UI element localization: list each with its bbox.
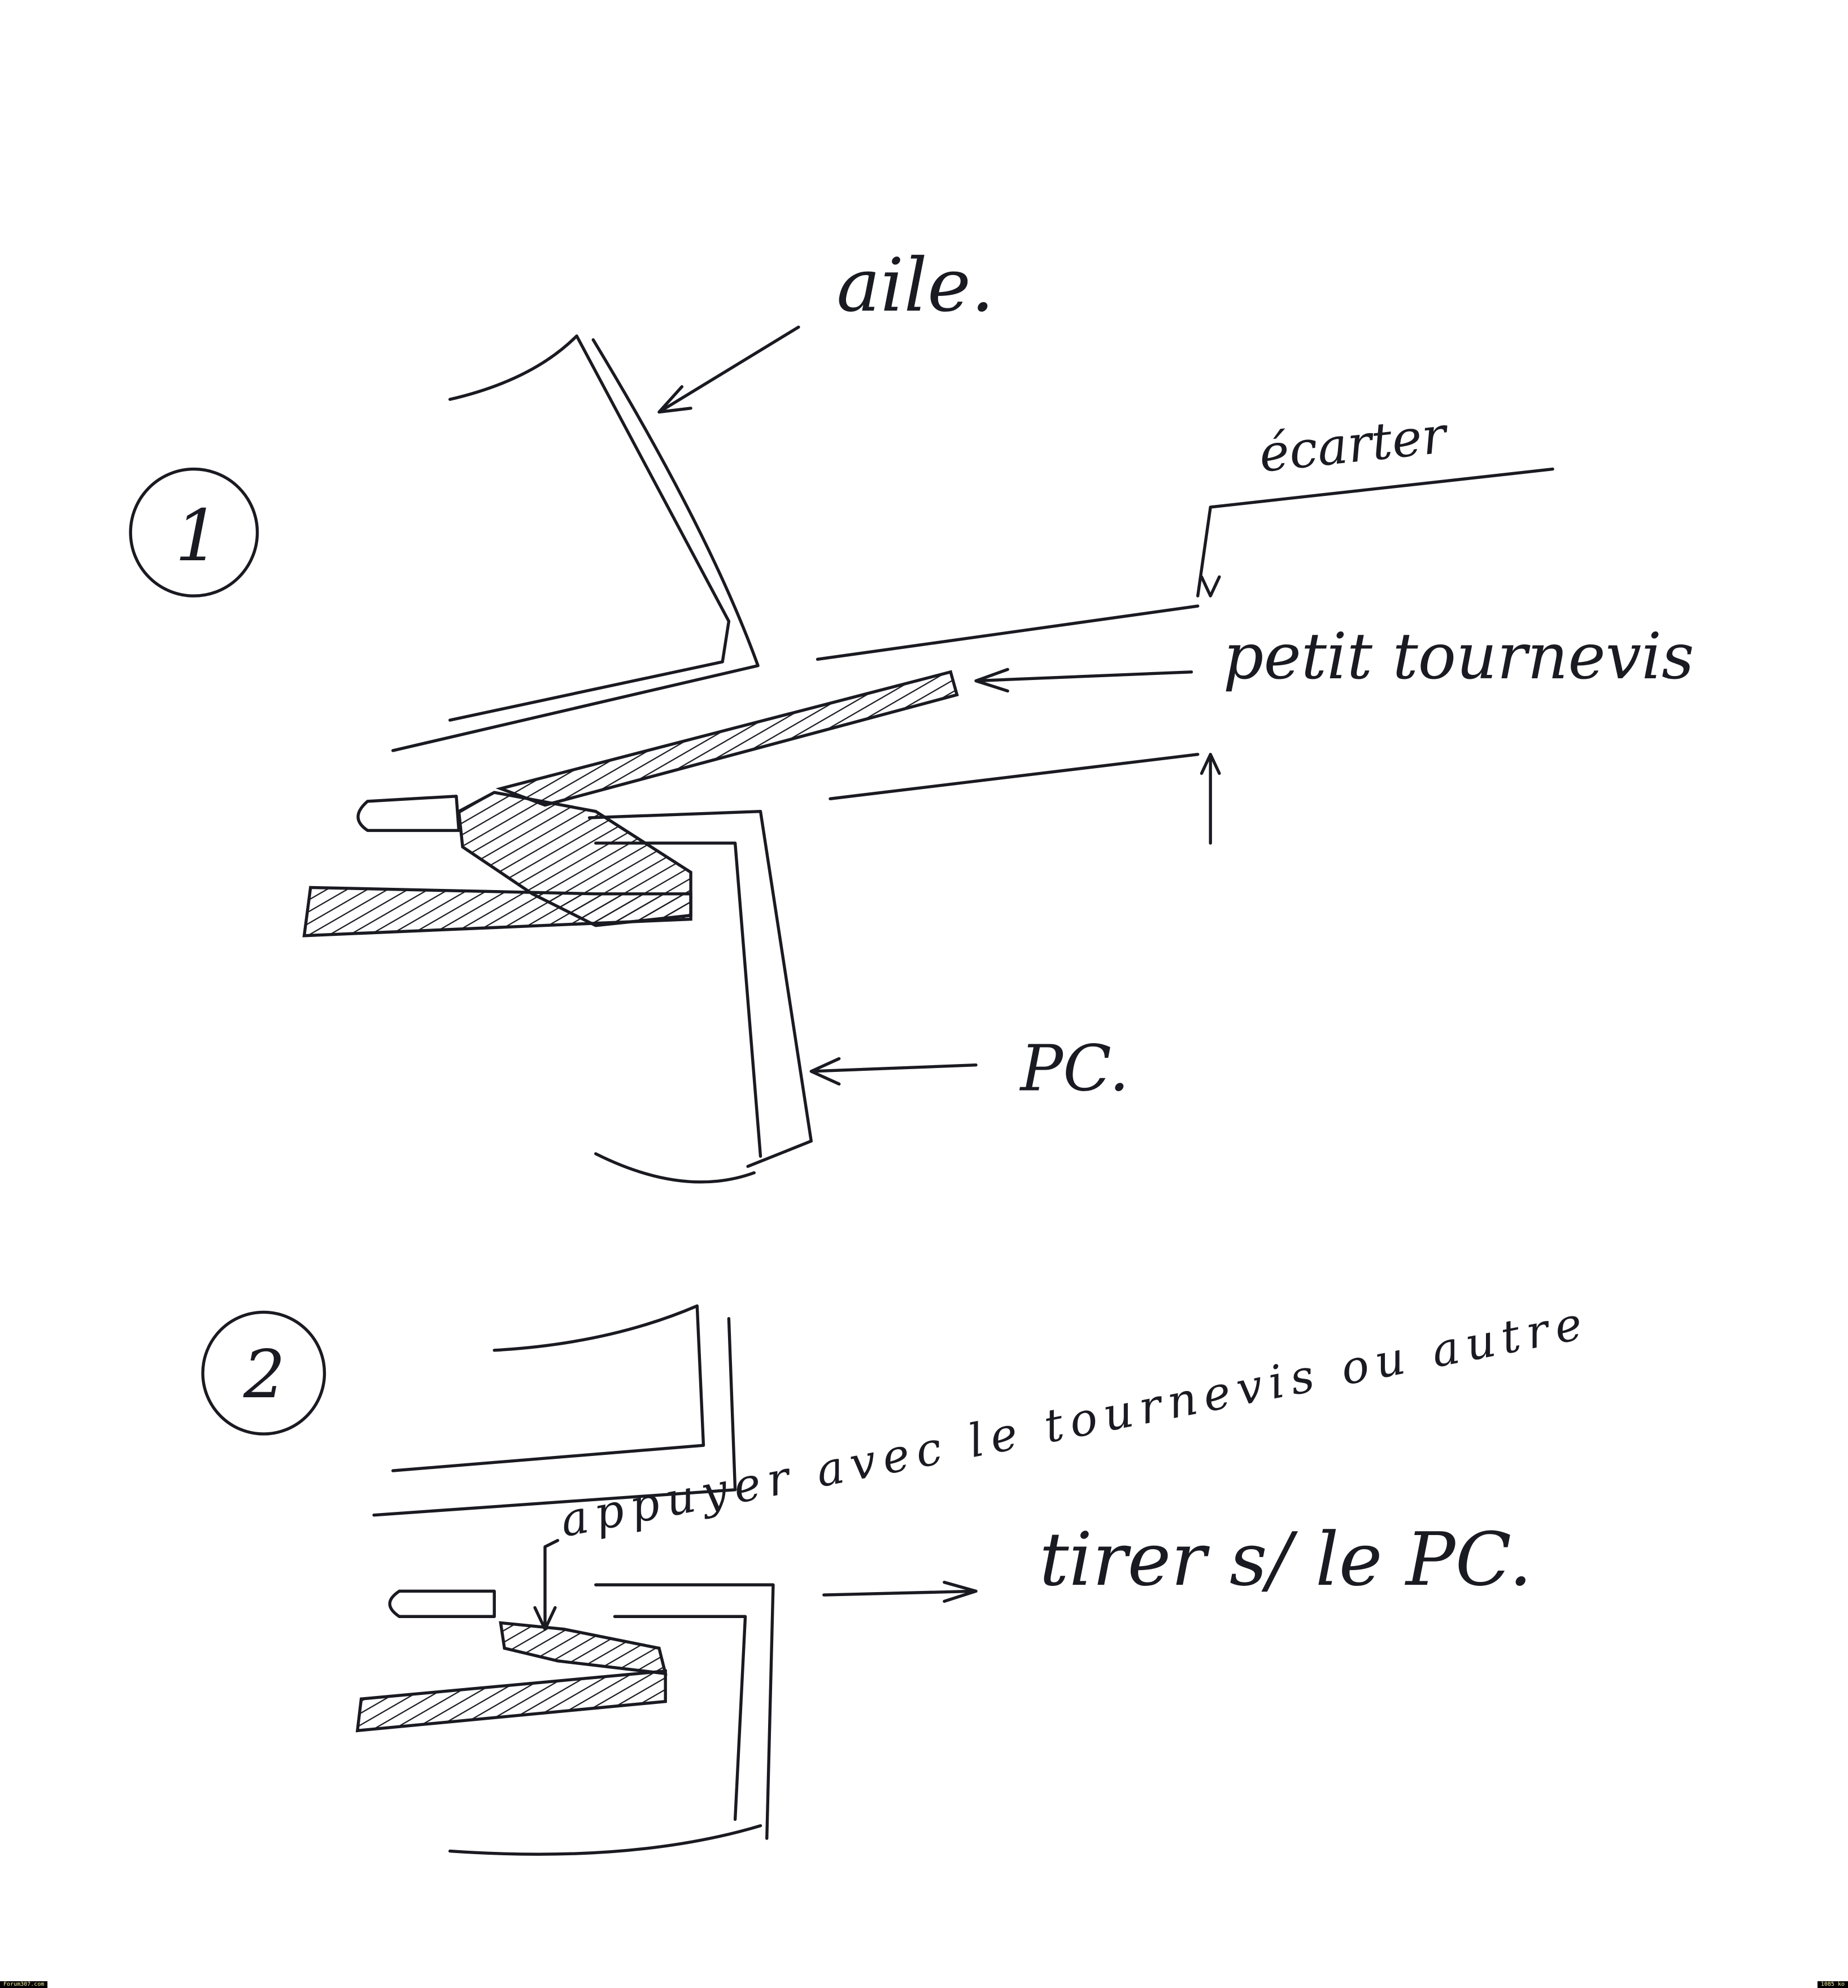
step-2-circle (201, 1310, 326, 1436)
annotation-arrows (657, 325, 1554, 1086)
wing-part (391, 334, 760, 752)
label-pc: PC. (1019, 1032, 1130, 1106)
label-pull: tirer s/ le PC. (1039, 1516, 1532, 1602)
step-1-circle (129, 467, 259, 598)
wing-arrow-icon (657, 325, 800, 414)
label-spread: écarter (1256, 406, 1452, 484)
site-watermark: Forum307.com (0, 1981, 48, 1988)
step-2-group: 2 appuyer avec le tournevis ou autre tir… (201, 1297, 1587, 1856)
step-1-group: 1 aile. écarter petit to (129, 242, 1694, 1184)
spread-arrow-up-icon (1200, 753, 1221, 845)
press-arrow-icon (533, 1538, 560, 1631)
label-press: appuyer avec le tournevis ou autre (556, 1297, 1587, 1548)
screwdriver-part (495, 670, 959, 807)
pc-part (302, 791, 813, 1184)
annotation-arrows-2 (533, 1538, 978, 1631)
label-screwdriver: petit tournevis (1223, 620, 1694, 694)
step-2-number: 2 (243, 1336, 285, 1413)
label-wing: aile. (836, 242, 994, 328)
pc-part-2 (355, 1583, 775, 1856)
pull-arrow-icon (822, 1580, 978, 1603)
step-1-number: 1 (175, 494, 220, 577)
pc-arrow-icon (809, 1057, 978, 1086)
screwdriver-arrow-icon (974, 668, 1193, 693)
spread-bracket-top (1196, 467, 1554, 598)
file-size-badge: 1085 ko (1817, 1981, 1848, 1988)
wing-part-2 (372, 1304, 737, 1517)
